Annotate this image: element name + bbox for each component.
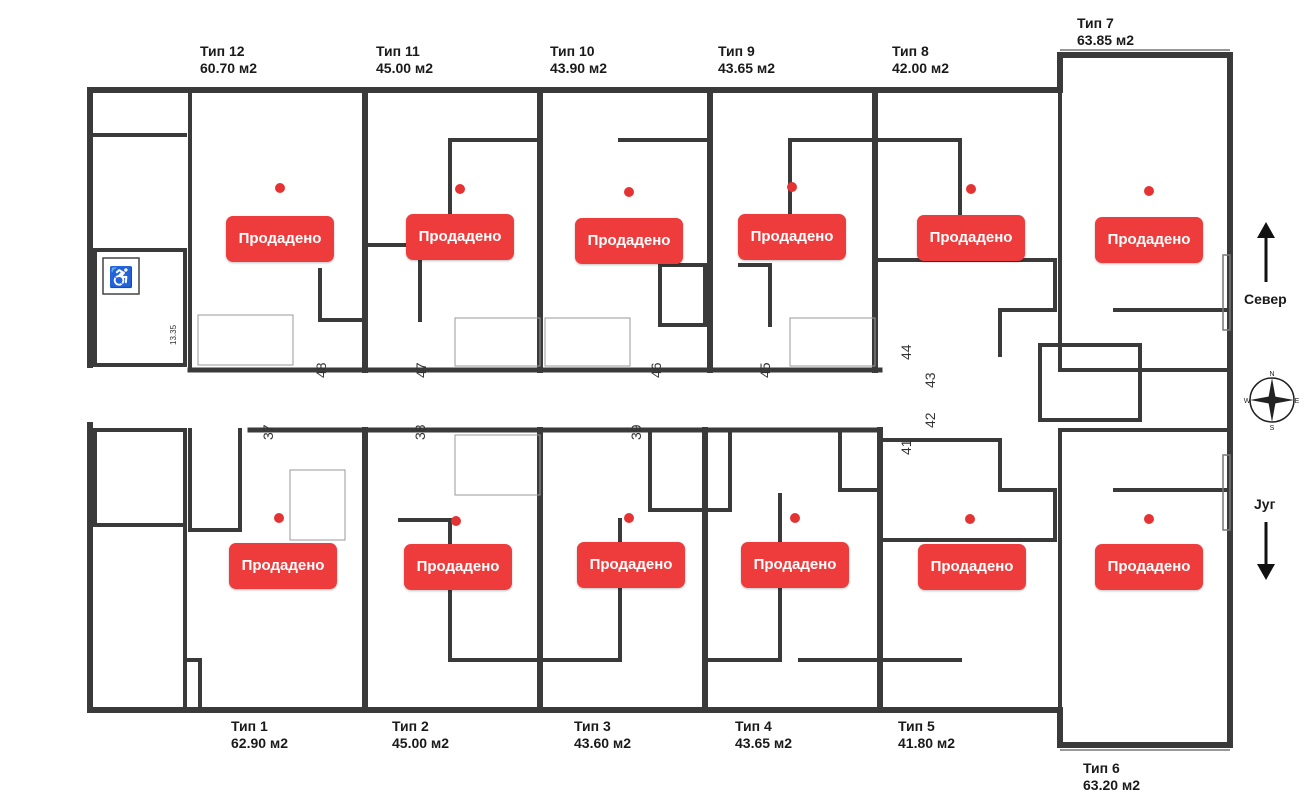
door-numbers: 48 47 46 45 44 43 42 41 37 38 39 13.35 xyxy=(169,324,938,455)
wheelchair-icon: ♿ xyxy=(102,257,140,295)
compass-n: N xyxy=(1269,371,1274,378)
stair-note: 13.35 xyxy=(169,324,178,345)
badge-pin xyxy=(1144,514,1154,524)
sold-badge-8[interactable]: Продадено xyxy=(917,215,1025,261)
badge-pin xyxy=(1144,186,1154,196)
compass-w: W xyxy=(1244,398,1251,405)
south-arrow-icon xyxy=(1257,522,1275,580)
north-label: Север xyxy=(1244,291,1287,307)
sold-badge-4[interactable]: Продадено xyxy=(741,542,849,588)
sold-badge-7[interactable]: Продадено xyxy=(1095,217,1203,263)
door-number: 48 xyxy=(313,362,329,378)
door-number: 46 xyxy=(648,362,664,378)
door-number: 47 xyxy=(413,362,429,378)
sold-badge-1[interactable]: Продадено xyxy=(229,543,337,589)
north-arrow-icon xyxy=(1257,222,1275,282)
badge-pin xyxy=(275,183,285,193)
sold-badge-2[interactable]: Продадено xyxy=(404,544,512,590)
sold-badge-6[interactable]: Продадено xyxy=(1095,544,1203,590)
south-label: Југ xyxy=(1254,496,1276,512)
windows xyxy=(1060,49,1231,751)
kitchen-tiles xyxy=(197,314,876,541)
compass-s: S xyxy=(1270,425,1275,432)
door-number: 37 xyxy=(260,424,276,440)
sold-badge-11[interactable]: Продадено xyxy=(406,214,514,260)
door-number: 38 xyxy=(412,424,428,440)
door-number: 42 xyxy=(922,412,938,428)
door-number: 39 xyxy=(628,424,644,440)
badge-pin xyxy=(624,513,634,523)
badge-pin xyxy=(787,182,797,192)
door-number: 44 xyxy=(898,344,914,360)
door-number: 41 xyxy=(898,439,914,455)
badge-pin xyxy=(790,513,800,523)
compass-icon: N S E W xyxy=(1244,371,1300,432)
badge-pin xyxy=(455,184,465,194)
svg-text:♿: ♿ xyxy=(109,265,134,289)
badge-pin xyxy=(451,516,461,526)
sold-badge-9[interactable]: Продадено xyxy=(738,214,846,260)
sold-badge-10[interactable]: Продадено xyxy=(575,218,683,264)
sold-badge-5[interactable]: Продадено xyxy=(918,544,1026,590)
sold-badge-3[interactable]: Продадено xyxy=(577,542,685,588)
walls xyxy=(87,52,1233,748)
door-number: 43 xyxy=(922,372,938,388)
badge-pin xyxy=(274,513,284,523)
badge-pin xyxy=(965,514,975,524)
door-number: 45 xyxy=(757,362,773,378)
compass-e: E xyxy=(1295,398,1300,405)
badge-pin xyxy=(966,184,976,194)
sold-badge-12[interactable]: Продадено xyxy=(226,216,334,262)
badge-pin xyxy=(624,187,634,197)
